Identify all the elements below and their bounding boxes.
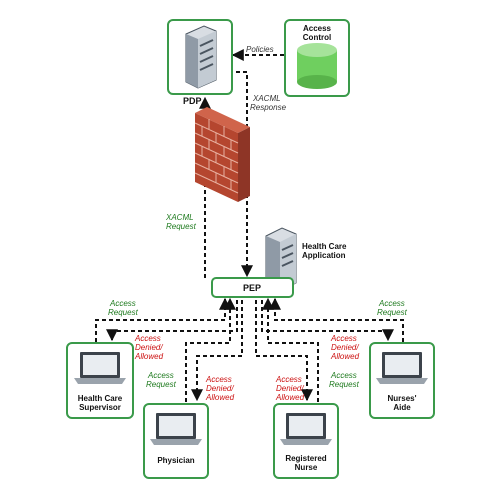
nurse-request-label-1: Access bbox=[330, 371, 357, 380]
nurse-request-label-2: Request bbox=[329, 380, 360, 389]
supervisor-response-label-1: Access bbox=[134, 334, 161, 343]
xacml-request-label-1: XACML bbox=[165, 213, 194, 222]
nurse-response-label-2: Denied/ bbox=[276, 384, 304, 393]
physician-response-label-2: Denied/ bbox=[206, 384, 234, 393]
database-icon bbox=[297, 43, 337, 89]
nurses-aide-label-2: Aide bbox=[393, 403, 411, 412]
aide-response-label-3: Allowed bbox=[330, 352, 360, 361]
pep-box bbox=[211, 277, 294, 298]
health-care-app-label-1: Health Care bbox=[302, 242, 347, 251]
physician-response-arrow bbox=[191, 300, 243, 402]
xacml-response-label-2: Response bbox=[250, 103, 287, 112]
physician-response-label-3: Allowed bbox=[205, 393, 235, 402]
laptop-icon bbox=[74, 352, 126, 384]
nurse-response-label-1: Access bbox=[275, 375, 302, 384]
physician-request-label-2: Request bbox=[146, 380, 177, 389]
supervisor-request-label-1: Access bbox=[109, 299, 136, 308]
aide-response-label-1: Access bbox=[330, 334, 357, 343]
nurses-aide-label-1: Nurses' bbox=[387, 394, 416, 403]
aide-request-arrow bbox=[269, 297, 404, 342]
physician-request-arrow bbox=[185, 297, 236, 402]
firewall-icon bbox=[194, 107, 250, 202]
laptop-icon bbox=[280, 413, 332, 445]
aide-response-label-2: Denied/ bbox=[331, 343, 359, 352]
pep-label: PEP bbox=[243, 283, 261, 293]
application-server-icon bbox=[265, 227, 297, 292]
physician-response-label-1: Access bbox=[205, 375, 232, 384]
laptop-icon bbox=[150, 413, 202, 445]
physician-label: Physician bbox=[157, 456, 194, 465]
supervisor-label-1: Health Care bbox=[78, 394, 123, 403]
aide-response-arrow bbox=[261, 300, 394, 342]
supervisor-request-label-2: Request bbox=[108, 308, 139, 317]
pdp-label: PDP bbox=[183, 96, 202, 106]
health-care-app-label-2: Application bbox=[302, 251, 346, 260]
supervisor-response-label-3: Allowed bbox=[134, 352, 164, 361]
physician-request-label-1: Access bbox=[147, 371, 174, 380]
registered-nurse-label-1: Registered bbox=[285, 454, 326, 463]
registered-nurse-label-2: Nurse bbox=[295, 463, 318, 472]
nurse-response-arrow bbox=[255, 300, 313, 402]
access-control-label-2: Control bbox=[303, 33, 331, 42]
access-control-label-1: Access bbox=[303, 24, 332, 33]
xacml-request-label-2: Request bbox=[166, 222, 197, 231]
aide-request-label-1: Access bbox=[378, 299, 405, 308]
supervisor-response-label-2: Denied/ bbox=[135, 343, 163, 352]
supervisor-response-arrow bbox=[106, 300, 238, 342]
aide-request-label-2: Request bbox=[377, 308, 408, 317]
policies-label: Policies bbox=[246, 45, 274, 54]
nurse-request-arrow bbox=[262, 297, 319, 402]
supervisor-label-2: Supervisor bbox=[79, 403, 121, 412]
laptop-icon bbox=[376, 352, 428, 384]
xacml-response-label-1: XACML bbox=[252, 94, 281, 103]
server-icon bbox=[185, 25, 217, 89]
nurse-response-label-3: Allowed bbox=[275, 393, 305, 402]
